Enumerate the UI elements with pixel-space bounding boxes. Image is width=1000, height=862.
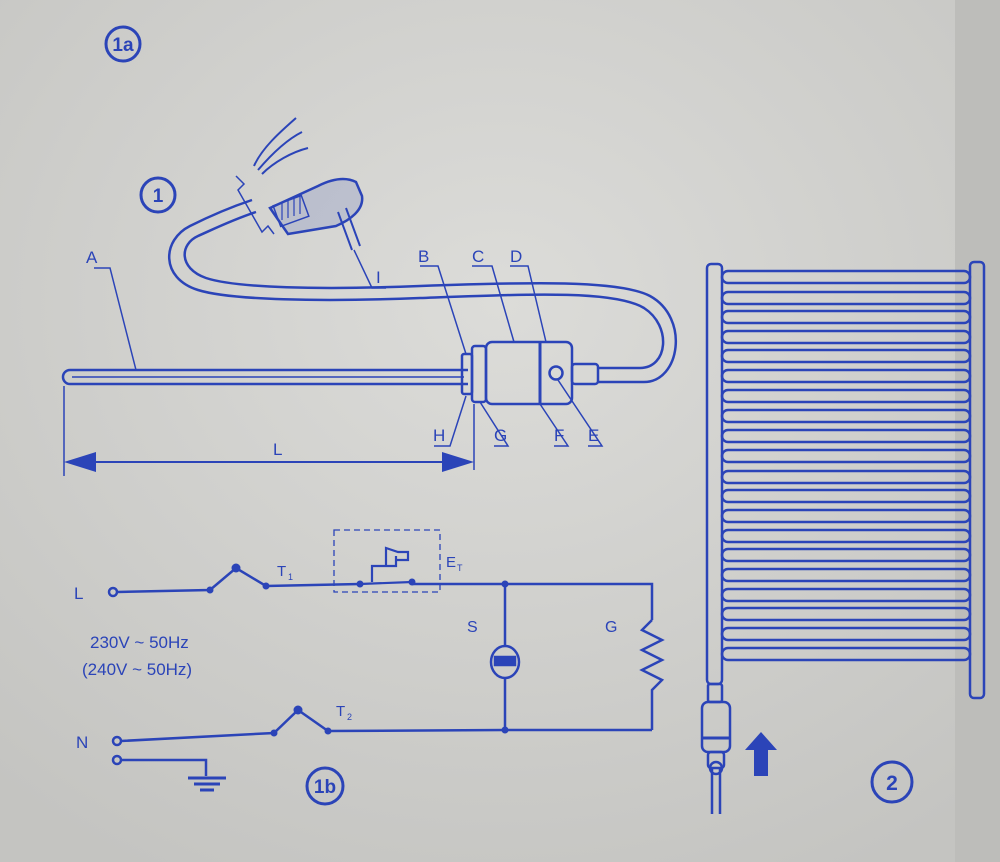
radiator-rail	[720, 290, 972, 306]
power-cable-outer	[168, 198, 665, 370]
radiator-rail	[720, 508, 972, 524]
radiator-rail	[720, 547, 972, 563]
leader-c	[472, 265, 515, 343]
label-resistor-g: G	[605, 619, 617, 636]
leader-b	[420, 265, 467, 355]
radiator-rail	[720, 329, 972, 345]
thermostat-switch	[359, 546, 413, 586]
radiator-heater-cable	[710, 768, 722, 814]
leader-g	[479, 401, 510, 447]
radiator-rail	[720, 368, 972, 384]
wire-n	[120, 708, 652, 743]
cable-cut-marker	[235, 175, 275, 235]
radiator-heater-gland	[706, 750, 726, 770]
label-c: C	[472, 247, 484, 266]
radiator-rail	[720, 567, 972, 583]
label-i: I	[376, 268, 381, 287]
dimension-arrow-left	[64, 452, 96, 472]
radiator-rail	[720, 388, 972, 404]
badge-fig-1: 1	[139, 176, 177, 214]
radiator-rail	[720, 448, 972, 464]
wire-l-continued	[412, 582, 654, 620]
leader-d	[510, 265, 547, 343]
label-t2-sub: 2	[347, 712, 352, 722]
leader-e	[557, 379, 604, 447]
label-e: E	[588, 426, 599, 445]
label-a: A	[86, 248, 98, 267]
radiator-rail	[720, 428, 972, 444]
voltage-rating-alt: (240V ~ 50Hz)	[82, 660, 192, 679]
dimension-arrow-right	[442, 452, 474, 472]
label-t1-sub: 1	[288, 572, 293, 582]
label-et: E	[446, 554, 456, 571]
badge-fig-2: 2	[870, 760, 914, 804]
badge-fig-1-label: 1	[153, 186, 164, 207]
cable-gland	[570, 362, 600, 386]
circuit-junctions	[206, 563, 509, 737]
indicator-lamp-filament	[493, 655, 517, 667]
badge-fig-1a: 1a	[104, 25, 142, 63]
power-cable-inner	[183, 210, 678, 384]
voltage-rating: 230V ~ 50Hz	[90, 633, 189, 652]
radiator-rail	[720, 269, 972, 285]
badge-fig-1b: 1b	[305, 766, 345, 806]
label-f: F	[554, 426, 564, 445]
leader-a	[94, 267, 137, 371]
towel-radiator-figure	[700, 260, 986, 814]
radiator-rail	[720, 646, 972, 662]
radiator-rail	[720, 587, 972, 603]
cable-wires	[253, 117, 309, 175]
badge-fig-1a-label: 1a	[112, 35, 134, 56]
flow-arrow-icon	[745, 732, 777, 776]
label-d: D	[510, 247, 522, 266]
label-t1: T	[277, 563, 286, 580]
radiator-rail	[720, 348, 972, 364]
leader-h	[434, 395, 467, 447]
label-et-sub: T	[457, 563, 463, 573]
indicator-light	[548, 365, 564, 381]
ground-icon	[188, 776, 226, 792]
radiator-rail	[720, 309, 972, 325]
radiator-rail	[720, 528, 972, 544]
label-h: H	[433, 426, 445, 445]
heating-rod	[61, 368, 468, 386]
radiator-rail	[720, 606, 972, 622]
label-l: L	[273, 440, 282, 459]
radiator-rail	[720, 626, 972, 642]
plug-icon	[268, 177, 364, 251]
radiator-rail	[720, 408, 972, 424]
thermostat-switch-box	[333, 529, 441, 593]
radiator-rails	[720, 269, 972, 662]
leader-f	[539, 403, 570, 447]
heating-resistor-g	[639, 619, 665, 730]
radiator-rail	[720, 488, 972, 504]
wire-pe	[121, 758, 208, 776]
label-indicator-s: S	[467, 619, 478, 636]
label-t2: T	[336, 703, 345, 720]
leader-i	[353, 249, 386, 289]
heating-element-figure	[61, 117, 678, 476]
radiator-rail	[720, 469, 972, 485]
label-neutral-n: N	[76, 733, 88, 752]
badge-fig-2-label: 2	[886, 772, 898, 795]
label-g: G	[494, 426, 507, 445]
label-line-l: L	[74, 584, 83, 603]
label-b: B	[418, 247, 429, 266]
badge-fig-1b-label: 1b	[314, 777, 336, 798]
